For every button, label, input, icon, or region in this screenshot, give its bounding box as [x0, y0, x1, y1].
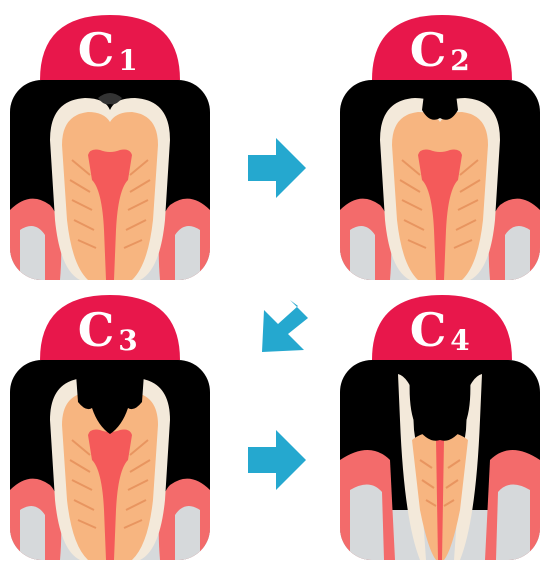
stage-c1-subscript: 1	[118, 44, 137, 77]
stage-c4-subscript: 4	[450, 324, 469, 357]
stage-c2-panel: C 2	[340, 15, 540, 290]
arrow-right-icon	[248, 430, 306, 490]
stage-c4-panel: C 4	[340, 295, 540, 565]
stage-c1-panel: C 1	[10, 15, 210, 290]
stage-c3-letter: C	[78, 303, 115, 357]
stage-c4-letter: C	[410, 303, 447, 357]
stage-c1-letter: C	[78, 23, 115, 77]
stage-c2-letter: C	[410, 23, 447, 77]
arrow-down-left-icon	[262, 300, 308, 352]
stage-c3-panel: C 3	[10, 295, 210, 565]
arrow-right-icon	[248, 138, 306, 198]
stage-c3-subscript: 3	[118, 324, 137, 357]
stage-c2-subscript: 2	[450, 44, 469, 77]
